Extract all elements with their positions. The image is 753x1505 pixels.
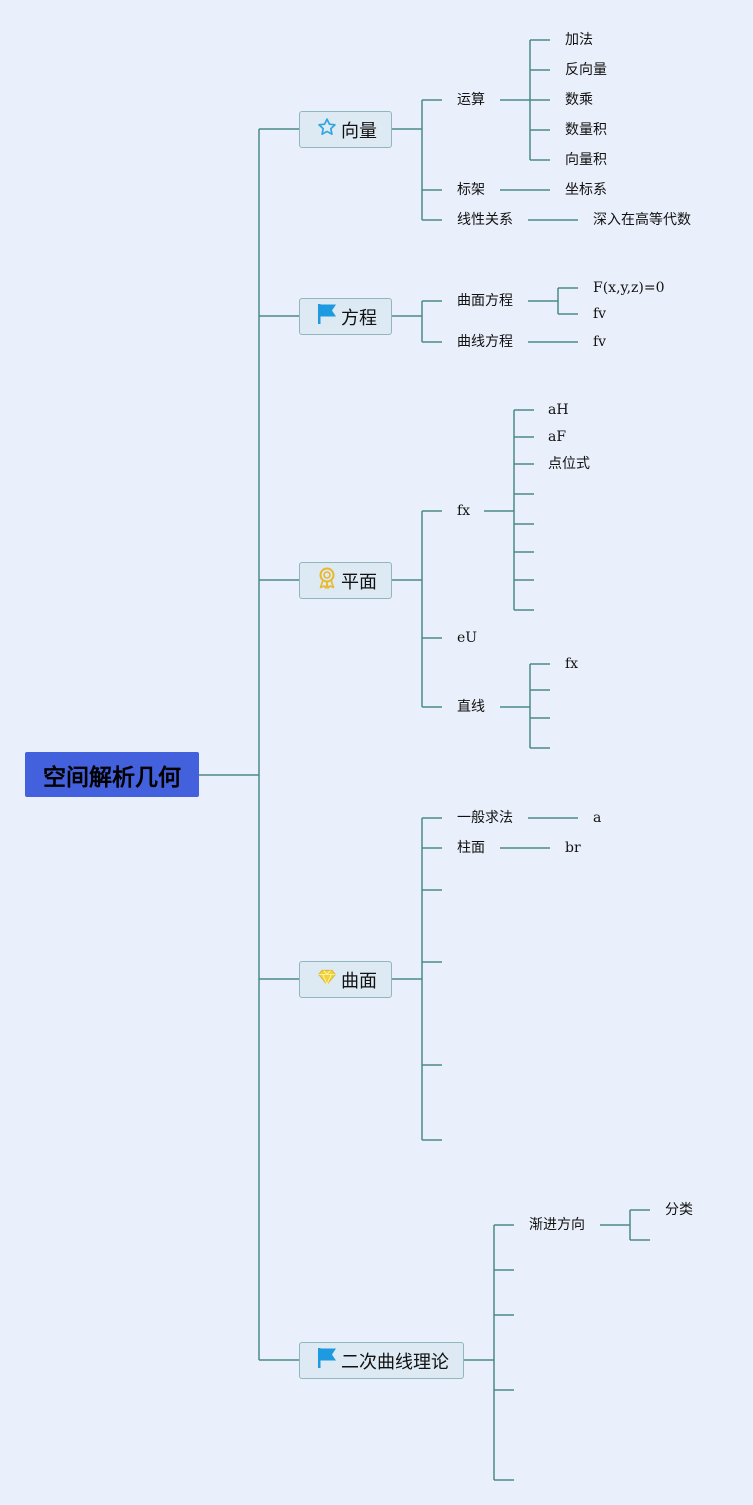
node-line-fx[interactable]: fx <box>565 656 579 672</box>
branch-label: 二次曲线理论 <box>341 1351 449 1373</box>
node-fv-2[interactable]: fv <box>593 334 607 350</box>
node-curve-equation[interactable]: 曲线方程 <box>457 334 513 350</box>
node-coordinate-system[interactable]: 坐标系 <box>565 182 607 198</box>
flag-icon <box>317 1347 337 1374</box>
branch-label: 向量 <box>341 120 377 142</box>
node-point-position[interactable]: 点位式 <box>548 456 590 472</box>
node-fv-1[interactable]: fv <box>593 306 607 322</box>
diamond-icon <box>317 967 337 992</box>
branch-equation[interactable]: 方程 <box>299 298 392 335</box>
root-node[interactable]: 空间解析几何 <box>25 752 199 797</box>
node-surface-equation[interactable]: 曲面方程 <box>457 293 513 309</box>
node-general-method[interactable]: 一般求法 <box>457 810 513 826</box>
branch-surface[interactable]: 曲面 <box>299 961 392 998</box>
node-negative-vector[interactable]: 反向量 <box>565 62 607 78</box>
flag-icon <box>317 303 337 330</box>
node-a[interactable]: a <box>593 810 602 826</box>
node-implicit-form[interactable]: F(x,y,z)=0 <box>593 280 665 296</box>
node-straight-line[interactable]: 直线 <box>457 699 485 715</box>
star-icon <box>317 117 337 142</box>
root-label: 空间解析几何 <box>43 764 181 791</box>
node-plane-fx[interactable]: fx <box>457 503 471 519</box>
node-ops[interactable]: 运算 <box>457 92 485 108</box>
branch-plane[interactable]: 平面 <box>299 562 392 599</box>
node-advanced-algebra[interactable]: 深入在高等代数 <box>593 212 691 228</box>
award-ribbon-icon <box>317 567 337 594</box>
node-cylinder[interactable]: 柱面 <box>457 840 485 856</box>
node-addition[interactable]: 加法 <box>565 32 593 48</box>
branch-vector[interactable]: 向量 <box>299 111 392 148</box>
node-aF[interactable]: aF <box>548 429 567 445</box>
node-eU[interactable]: eU <box>457 630 478 646</box>
branch-label: 平面 <box>341 571 377 593</box>
node-asymptotic-direction[interactable]: 渐进方向 <box>529 1217 585 1233</box>
node-frame[interactable]: 标架 <box>457 182 485 198</box>
node-linear-relation[interactable]: 线性关系 <box>457 212 513 228</box>
branch-conic[interactable]: 二次曲线理论 <box>299 1342 464 1379</box>
node-classification[interactable]: 分类 <box>665 1202 693 1218</box>
node-br[interactable]: br <box>565 840 581 856</box>
node-aH[interactable]: aH <box>548 402 569 418</box>
branch-label: 方程 <box>341 307 377 329</box>
node-dot-product[interactable]: 数量积 <box>565 122 607 138</box>
node-scalar-mult[interactable]: 数乘 <box>565 92 593 108</box>
node-cross-product[interactable]: 向量积 <box>565 152 607 168</box>
branch-label: 曲面 <box>341 970 377 992</box>
